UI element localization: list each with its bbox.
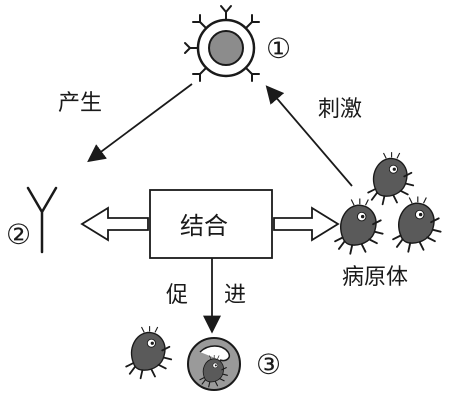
marker-3: ③ [256,348,281,381]
antibody-icon [26,186,58,254]
label-produce: 产生 [58,91,102,116]
label-combine: 结合 [180,212,228,240]
arrow-stimulate [265,85,353,187]
label-promote-2: 进 [224,283,246,308]
label-promote-1: 促 [166,283,188,308]
label-stimulate: 刺激 [318,97,362,122]
phagocyte-icon [187,337,241,391]
marker-1: ① [266,32,291,65]
hollow-arrow-left [80,206,149,242]
combine-box [149,189,273,259]
free-pathogen-icon [125,325,173,380]
hollow-arrow-right [273,206,340,242]
pathogen-icon [334,151,442,255]
label-pathogen: 病原体 [342,265,408,290]
b-cell-icon [184,5,260,82]
arrow-produce [87,83,193,163]
marker-2: ② [6,218,31,251]
